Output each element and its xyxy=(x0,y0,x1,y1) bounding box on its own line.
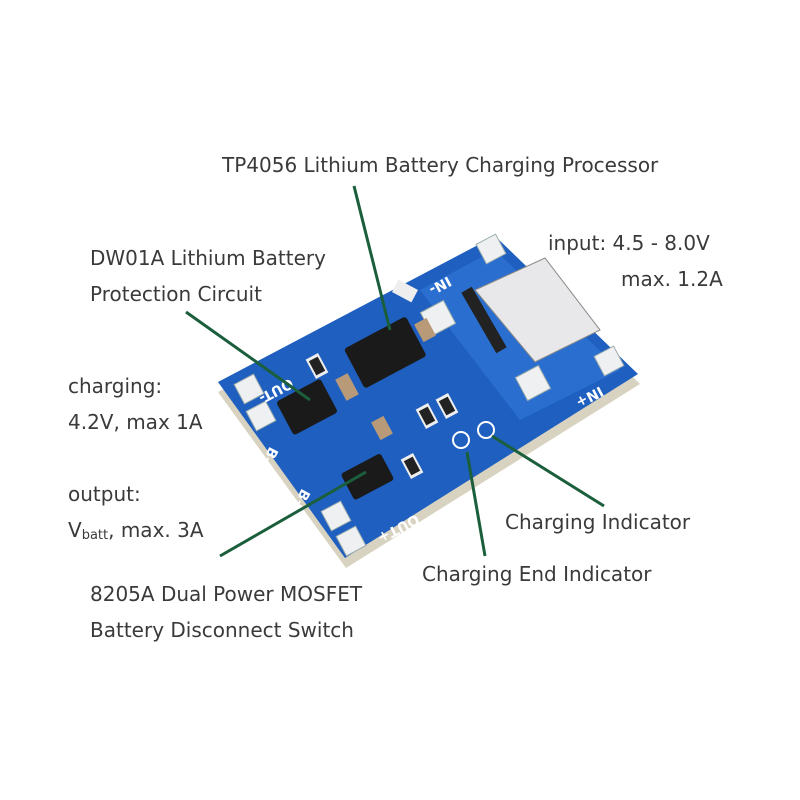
label-input-line1: input: 4.5 - 8.0V xyxy=(548,231,710,255)
label-mosfet-line1: 8205A Dual Power MOSFET xyxy=(90,582,363,606)
label-output-line1: output: xyxy=(68,482,141,506)
label-dw01a-line2: Protection Circuit xyxy=(90,282,262,306)
label-charging-end-indicator: Charging End Indicator xyxy=(422,562,652,586)
label-input-line2: max. 1.2A xyxy=(621,267,723,291)
label-mosfet-line2: Battery Disconnect Switch xyxy=(90,618,354,642)
output-rest: , max. 3A xyxy=(108,518,204,542)
output-v: V xyxy=(68,518,82,542)
label-tp4056: TP4056 Lithium Battery Charging Processo… xyxy=(222,153,659,177)
label-charging-line2: 4.2V, max 1A xyxy=(68,410,203,434)
usb-plastic xyxy=(461,286,507,354)
label-charging-line1: charging: xyxy=(68,374,163,398)
tp4056-chip xyxy=(344,317,426,388)
label-output-line2: Vbatt, max. 3A xyxy=(68,512,204,554)
8205a-chip xyxy=(341,454,394,500)
leader-lines xyxy=(185,185,605,558)
silk-b-minus: B- xyxy=(259,444,281,466)
output-sub: batt xyxy=(81,528,109,543)
smd-components xyxy=(305,279,495,479)
label-dw01a-line1: DW01A Lithium Battery xyxy=(90,246,326,270)
micro-usb-connector xyxy=(474,257,601,363)
dw01a-chip xyxy=(277,379,337,435)
label-charging-indicator: Charging Indicator xyxy=(505,510,691,534)
